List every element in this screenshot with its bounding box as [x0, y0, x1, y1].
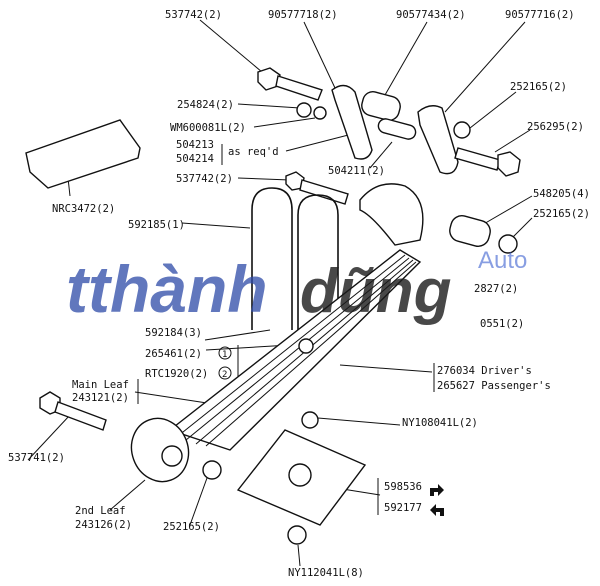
label-592177: 592177 — [384, 502, 422, 514]
part-labels: 537742(2) 90577718(2) 90577434(2) 905777… — [8, 9, 590, 579]
bush-548205 — [449, 215, 491, 247]
bolt-mid — [285, 171, 349, 205]
label-rtc1920: RTC1920(2) — [145, 368, 208, 380]
spring-plate — [236, 429, 367, 526]
nut-254824 — [296, 102, 312, 118]
label-537742-mid: 537742(2) — [176, 173, 233, 185]
bolt-front — [39, 391, 107, 431]
u-bolts — [251, 187, 339, 340]
arrow-left-icon — [430, 504, 444, 516]
label-252165-top: 252165(2) — [510, 81, 567, 93]
label-ny108041l: NY108041L(2) — [402, 417, 478, 429]
pad-nrc3472 — [25, 119, 141, 189]
label-276034: 276034 Driver's — [437, 365, 532, 377]
label-252165-front: 252165(2) — [163, 521, 220, 533]
label-90577434: 90577434(2) — [396, 9, 466, 21]
spacer — [377, 118, 417, 140]
label-90577716: 90577716(2) — [505, 9, 575, 21]
spring-eye-front — [130, 417, 190, 483]
plate-right — [417, 105, 459, 175]
washer — [313, 106, 327, 120]
label-254824: 254824(2) — [177, 99, 234, 111]
label-265461: 265461(2) — [145, 348, 202, 360]
label-598536: 598536 — [384, 481, 422, 493]
label-504211: 504211(2) — [328, 165, 385, 177]
svg-text:Auto: Auto — [478, 247, 527, 274]
label-265627: 265627 Passenger's — [437, 380, 551, 392]
label-90577718: 90577718(2) — [268, 9, 338, 21]
nut-ny108041l — [301, 411, 319, 429]
nut-ny112041l — [287, 525, 307, 545]
label-592185: 592185(1) — [128, 219, 185, 231]
callout-1: 1 — [222, 350, 227, 360]
rivet — [298, 338, 314, 354]
label-0551: 0551(2) — [480, 318, 524, 330]
svg-text:dũng: dũng — [300, 257, 452, 326]
nut-252165-right — [498, 234, 518, 254]
label-256295: 256295(2) — [527, 121, 584, 133]
bush-top — [361, 91, 401, 121]
label-wm600081l: WM600081L(2) — [170, 122, 246, 134]
label-main-leaf: Main Leaf — [72, 379, 129, 391]
label-2nd-leaf: 2nd Leaf — [75, 505, 126, 517]
label-252165-right: 252165(2) — [533, 208, 590, 220]
shackle-eye — [359, 183, 424, 246]
label-243121: 243121(2) — [72, 392, 129, 404]
label-nrc3472: NRC3472(2) — [52, 203, 115, 215]
label-ny112041l: NY112041L(8) — [288, 567, 364, 579]
callout-2-icon — [218, 366, 232, 380]
label-537741: 537741(2) — [8, 452, 65, 464]
bolt-right — [454, 147, 521, 177]
label-504213: 504213 — [176, 139, 214, 151]
label-537742-top: 537742(2) — [165, 9, 222, 21]
label-548205: 548205(4) — [533, 188, 590, 200]
arrow-right-icon — [430, 484, 444, 496]
label-as-reqd: as req'd — [228, 146, 279, 158]
label-504214: 504214 — [176, 153, 214, 165]
nut-252165-front — [202, 460, 222, 480]
plate-left — [331, 84, 373, 160]
svg-text:tthành: tthành — [66, 252, 268, 326]
nut-252165-top — [453, 121, 471, 139]
callout-1-icon — [218, 346, 232, 360]
bolt-top — [257, 67, 323, 101]
label-2827: 2827(2) — [474, 283, 518, 295]
leaf-spring — [168, 249, 422, 451]
watermark-logo: tthành dũng Auto — [66, 247, 527, 326]
callout-2: 2 — [222, 370, 227, 380]
label-592184: 592184(3) — [145, 327, 202, 339]
label-243126: 243126(2) — [75, 519, 132, 531]
